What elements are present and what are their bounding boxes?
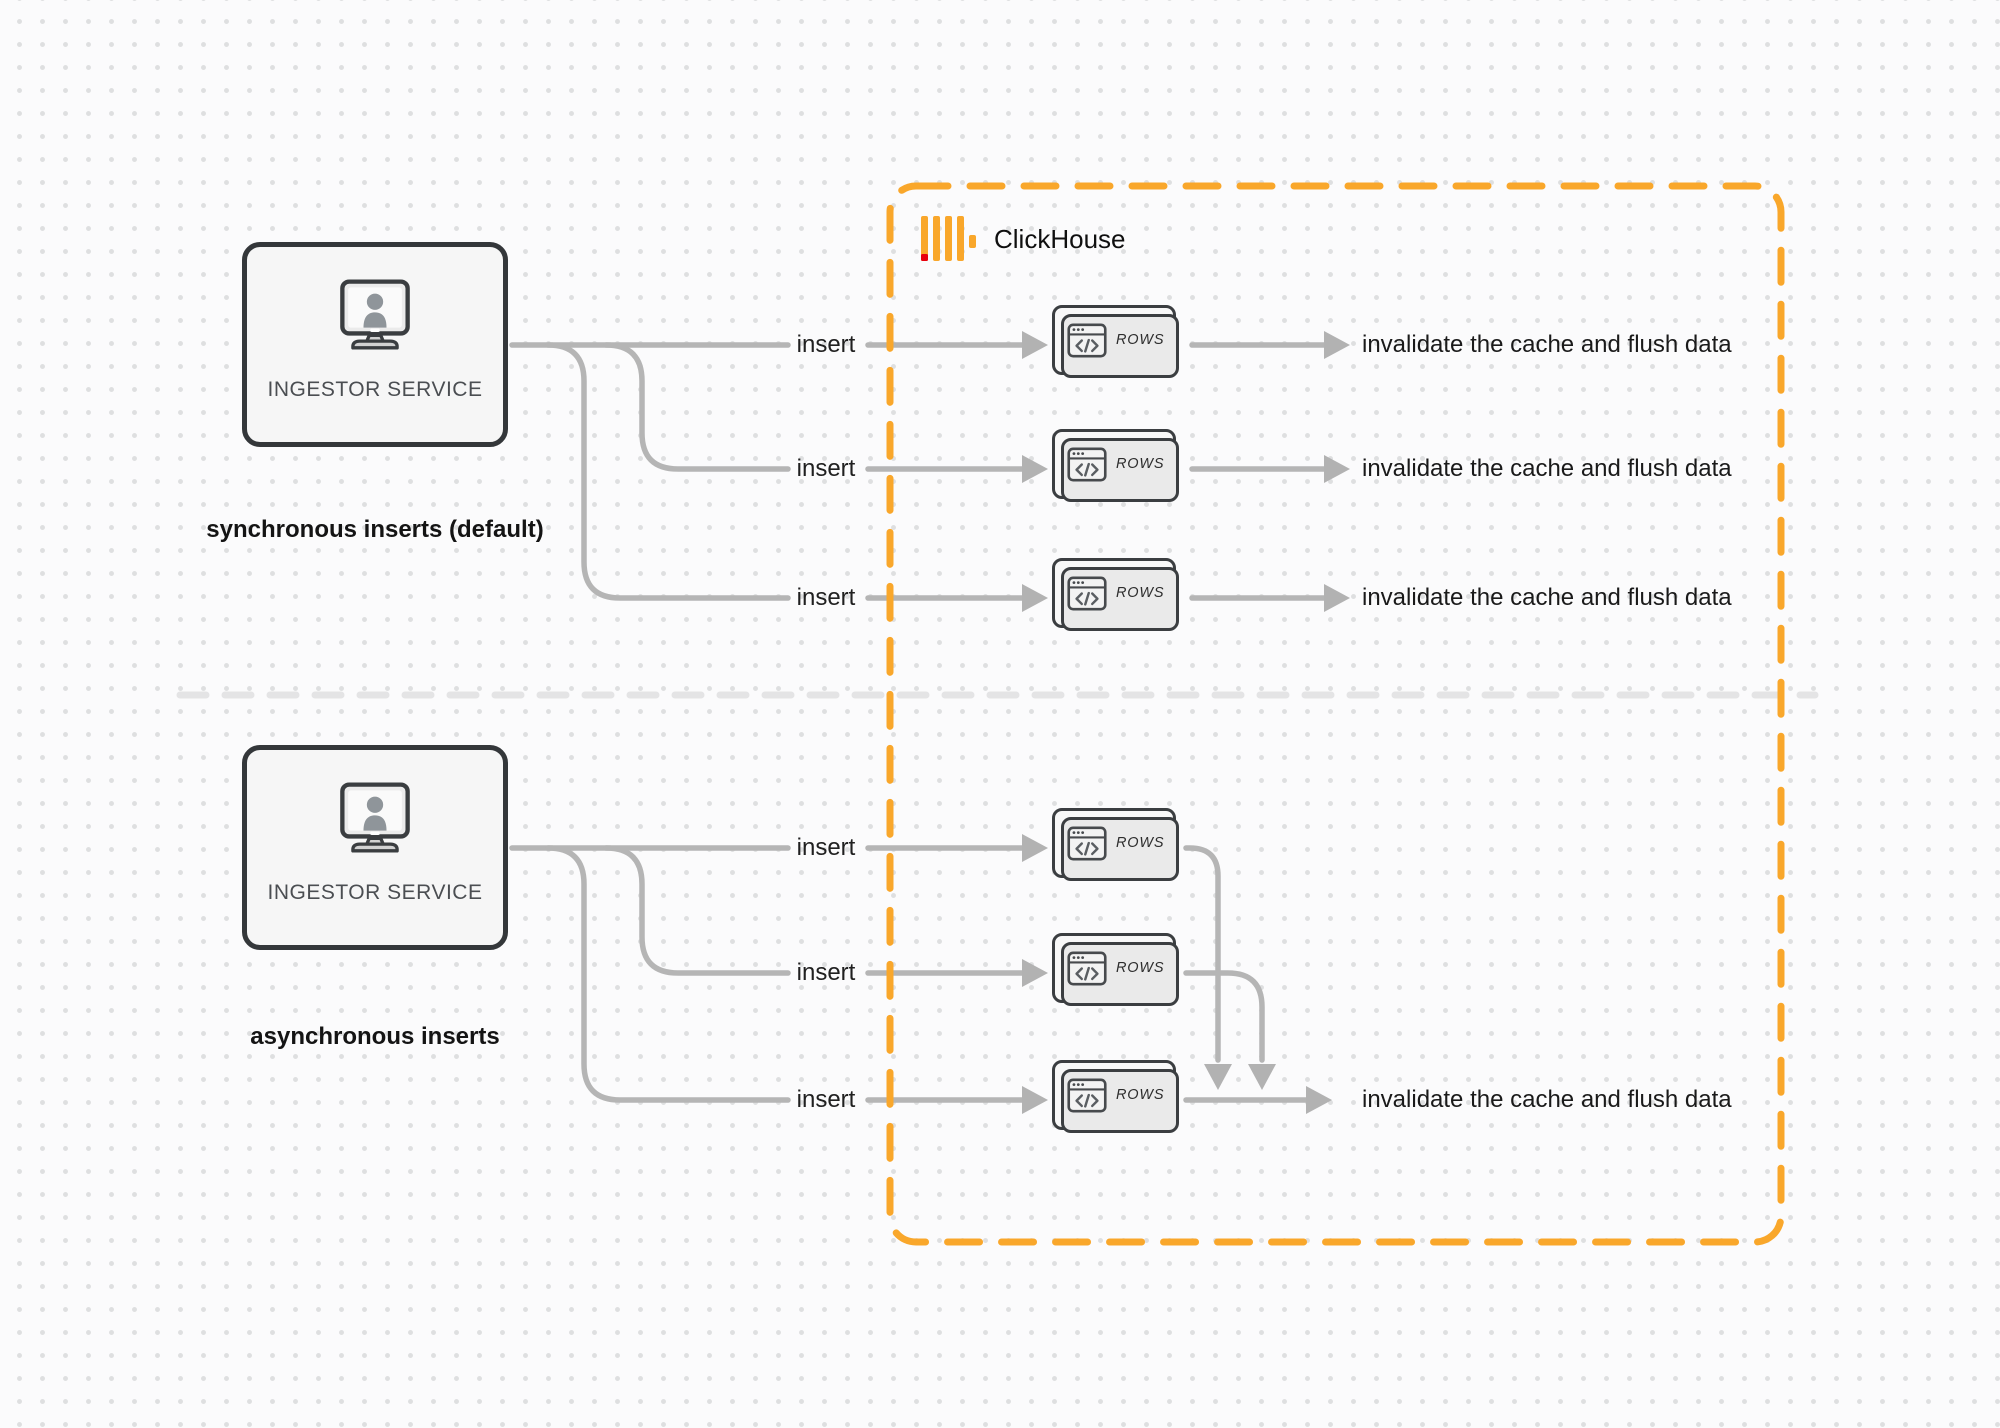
async-connectors	[509, 834, 1332, 1114]
arrow-right-icon	[1022, 959, 1048, 987]
code-window-icon	[1067, 576, 1107, 610]
arrow-right-icon	[1022, 455, 1048, 483]
clickhouse-label: ClickHouse	[994, 223, 1126, 254]
rows-card-label: ROWS	[1116, 332, 1165, 348]
result-label: invalidate the cache and flush data	[1362, 331, 1732, 358]
rows-card: ROWS	[1052, 558, 1179, 631]
arrow-right-icon	[1022, 834, 1048, 862]
ingestor-service-box-sync: INGESTOR SERVICE	[242, 242, 508, 447]
service-label: INGESTOR SERVICE	[267, 378, 483, 401]
arrow-right-icon	[1022, 584, 1048, 612]
rows-card: ROWS	[1052, 305, 1179, 378]
code-window-icon	[1067, 826, 1107, 860]
section-caption-sync: synchronous inserts (default)	[206, 516, 544, 543]
arrow-right-icon	[1324, 331, 1350, 359]
code-window-icon	[1067, 1078, 1107, 1112]
rows-card-label: ROWS	[1116, 960, 1165, 976]
arrow-down-icon	[1204, 1064, 1232, 1090]
insert-label: insert	[796, 959, 856, 986]
arrow-right-icon	[1022, 331, 1048, 359]
monitor-user-icon	[340, 782, 410, 853]
insert-label: insert	[796, 455, 856, 482]
rows-card-label: ROWS	[1116, 456, 1165, 472]
result-label: invalidate the cache and flush data	[1362, 584, 1732, 611]
result-label: invalidate the cache and flush data	[1362, 1086, 1732, 1113]
arrow-right-icon	[1022, 1086, 1048, 1114]
clickhouse-header: ClickHouse	[920, 216, 1126, 262]
code-window-icon	[1067, 323, 1107, 357]
rows-card: ROWS	[1052, 933, 1179, 1006]
result-label: invalidate the cache and flush data	[1362, 455, 1732, 482]
rows-card: ROWS	[1052, 1060, 1179, 1133]
clickhouse-boundary-box	[886, 182, 1785, 1246]
arrow-right-icon	[1306, 1086, 1332, 1114]
clickhouse-logo-icon	[921, 216, 976, 261]
sync-connectors	[509, 331, 1350, 612]
insert-label: insert	[796, 834, 856, 861]
service-label: INGESTOR SERVICE	[267, 881, 483, 904]
rows-card-label: ROWS	[1116, 835, 1165, 851]
ingestor-service-box-async: INGESTOR SERVICE	[242, 745, 508, 950]
monitor-user-icon	[340, 279, 410, 350]
rows-card-label: ROWS	[1116, 1087, 1165, 1103]
rows-card: ROWS	[1052, 429, 1179, 502]
insert-label: insert	[796, 584, 856, 611]
insert-label: insert	[796, 1086, 856, 1113]
section-caption-async: asynchronous inserts	[250, 1023, 500, 1050]
arrow-right-icon	[1324, 584, 1350, 612]
code-window-icon	[1067, 447, 1107, 481]
rows-card: ROWS	[1052, 808, 1179, 881]
insert-label: insert	[796, 331, 856, 358]
arrow-right-icon	[1324, 455, 1350, 483]
arrow-down-icon	[1248, 1064, 1276, 1090]
rows-card-label: ROWS	[1116, 585, 1165, 601]
code-window-icon	[1067, 951, 1107, 985]
